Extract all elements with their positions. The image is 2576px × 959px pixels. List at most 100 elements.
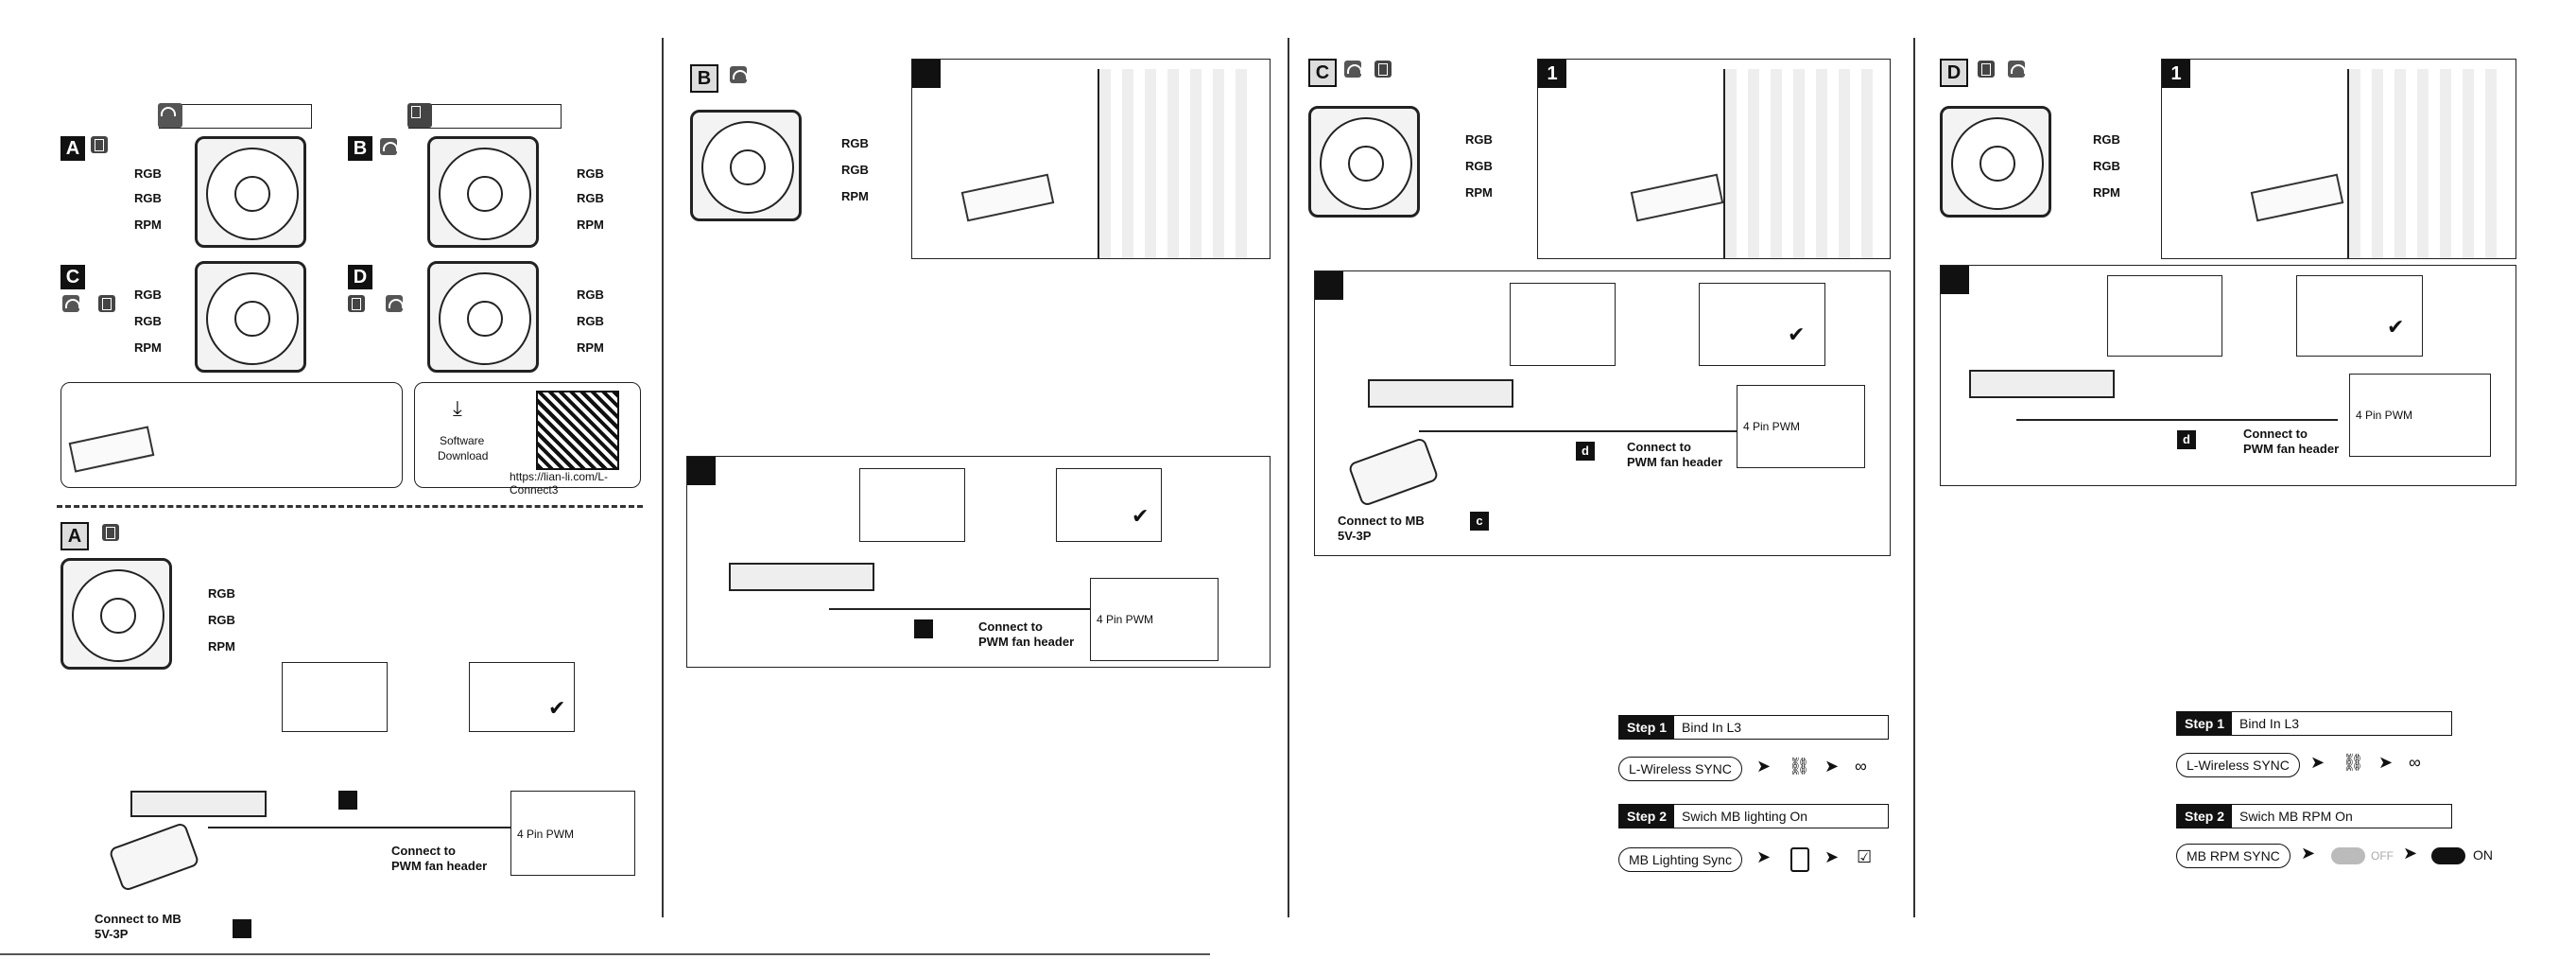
pwm-label: 4 Pin PWM (1097, 613, 1154, 626)
connect-pwm: Connect to (391, 844, 456, 858)
tag-d: d (1576, 442, 1595, 461)
rgb-label: RGB (208, 586, 235, 601)
panel-3: C RGB RGB RPM 1 ✔ d Connect to PWM fan h… (1289, 38, 1915, 917)
rgb-label: RGB (2093, 159, 2120, 173)
motherboard (1723, 69, 1876, 258)
rgb-label: RGB (1465, 132, 1493, 147)
rgb-label: RGB (2093, 132, 2120, 147)
pwm-box: 4 Pin PWM (510, 791, 635, 876)
rpm-label: RPM (577, 340, 604, 355)
tag-c: c (1470, 512, 1489, 531)
fan-d-detail (1940, 106, 2051, 218)
connect-pwm2: PWM fan header (978, 635, 1075, 649)
motherboard (2347, 69, 2500, 258)
step-1-text: Bind In L3 (2239, 716, 2300, 731)
panel-1: A RGB RGB RPM B RGB RGB RPM C RGB RGB RP… (57, 38, 664, 941)
connection-view: ✔ d Connect to PWM fan header 4 Pin PWM (1940, 265, 2516, 486)
link-icon: ∞ (2409, 753, 2421, 772)
usb-dongle (2250, 173, 2344, 222)
connect-pwm: Connect to (1627, 440, 1691, 454)
legend-wireless (158, 103, 312, 129)
rgb-label: RGB (577, 314, 604, 328)
fan-b (427, 136, 539, 248)
fan-b-detail (690, 110, 802, 221)
pwm-label: 4 Pin PWM (517, 828, 575, 841)
cable (2016, 419, 2338, 421)
toggle-off-label: OFF (2371, 849, 2394, 863)
arrow-icon: ➤ (2403, 844, 2418, 863)
connect-mb: Connect to MB (1338, 514, 1425, 528)
controller (1347, 436, 1440, 508)
rgb-label: RGB (841, 136, 869, 150)
rgb-label: RGB (134, 166, 162, 181)
bottom-rule (0, 953, 1210, 955)
callout-square (233, 919, 251, 938)
rpm-label: RPM (577, 218, 604, 232)
rgb-label: RGB (208, 613, 235, 627)
motherboard-icon (407, 103, 432, 128)
connector-done (1056, 468, 1162, 542)
connect-mb2: 5V-3P (95, 927, 129, 941)
motherboard-view: 1 (1537, 59, 1891, 259)
section-a-label: A (61, 136, 85, 161)
step-square (687, 457, 716, 485)
arrow-icon: ➤ (2310, 753, 2325, 772)
step-number: 1 (1538, 60, 1566, 88)
fan-c (195, 261, 306, 373)
fan-c-detail (1308, 106, 1420, 218)
connect-mb: Connect to MB (95, 912, 182, 926)
download-url[interactable]: https://lian-li.com/L-Connect3 (510, 470, 609, 497)
callout-square (338, 791, 357, 810)
checkbox-icon[interactable] (1790, 847, 1809, 872)
arrow-icon: ➤ (1756, 757, 1772, 776)
wifi-icon (386, 295, 404, 312)
rgb-label: RGB (577, 166, 604, 181)
pwm-box: 4 Pin PWM (2349, 374, 2491, 457)
connector-done (1699, 283, 1825, 366)
arrow-icon: ➤ (2301, 844, 2316, 863)
check-icon: ✔ (1132, 504, 1150, 528)
l-wireless-sync-button[interactable]: L-Wireless SYNC (1618, 757, 1742, 781)
connect-pwm: Connect to (2243, 427, 2308, 441)
toggle-on-label: ON (2473, 847, 2493, 863)
checked-icon: ☑ (1857, 847, 1873, 866)
step-square (1941, 266, 1969, 294)
motherboard-icon (348, 295, 365, 312)
toggle-off[interactable] (2331, 847, 2365, 864)
check-icon: ✔ (2387, 315, 2405, 339)
mb-rpm-sync-button[interactable]: MB RPM SYNC (2176, 844, 2291, 868)
motherboard-icon (1978, 61, 1995, 78)
controller (108, 821, 200, 893)
link-icon: ∞ (1855, 757, 1867, 776)
pwm-label: 4 Pin PWM (1743, 420, 1801, 433)
toggle-on[interactable] (2431, 847, 2465, 864)
rpm-label: RPM (841, 189, 869, 203)
mb-lighting-sync-button[interactable]: MB Lighting Sync (1618, 847, 1742, 872)
motherboard-icon (1374, 61, 1392, 78)
connect-pwm2: PWM fan header (391, 859, 488, 873)
pwm-box: 4 Pin PWM (1737, 385, 1865, 468)
connection-view: ✔ Connect to PWM fan header 4 Pin PWM (686, 456, 1271, 668)
section-c-label: C (61, 265, 85, 289)
usb-dongle-box (61, 382, 403, 488)
fan-d (427, 261, 539, 373)
rgb-label: RGB (1465, 159, 1493, 173)
rgb-label: RGB (134, 288, 162, 302)
connection-view: ✔ d Connect to PWM fan header 4 Pin PWM … (1314, 270, 1891, 556)
tag-d: d (2177, 430, 2196, 449)
divider (57, 505, 643, 508)
connector-zoom (1510, 283, 1616, 366)
pwm-box: 4 Pin PWM (1090, 578, 1219, 661)
rgb-label: RGB (841, 163, 869, 177)
arrow-icon: ➤ (2378, 753, 2394, 772)
cable (829, 608, 1113, 610)
connect-pwm: Connect to (978, 619, 1043, 634)
rgb-label: RGB (577, 191, 604, 205)
rpm-label: RPM (134, 218, 162, 232)
arrow-icon: ➤ (1824, 847, 1840, 866)
section-a-detail-label: A (61, 522, 89, 550)
connector-zoom (282, 662, 388, 732)
l-wireless-sync-button[interactable]: L-Wireless SYNC (2176, 753, 2300, 777)
